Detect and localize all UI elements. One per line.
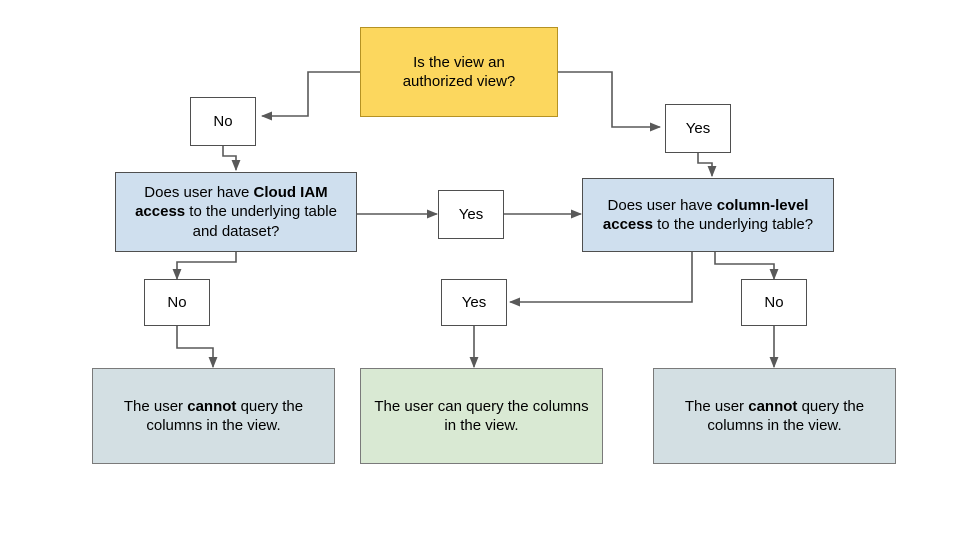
outcome-right-post: query the columns in the view.: [707, 397, 865, 434]
node-cloud-iam-access-text: Does user have Cloud IAM access to the u…: [116, 183, 356, 241]
node-no-right-label: No: [764, 293, 784, 311]
outcome-left-post: query the columns in the view.: [146, 397, 304, 434]
node-yes-middle-label: Yes: [458, 205, 484, 223]
node-outcome-middle-text: The user can query the columns in the vi…: [361, 397, 602, 435]
outcome-right-pre: The user: [684, 397, 749, 415]
node-yes-top[interactable]: Yes: [665, 104, 731, 153]
outcome-right-bold: cannot: [748, 397, 798, 415]
node-no-left[interactable]: No: [144, 279, 210, 326]
node-outcome-can-query[interactable]: The user can query the columns in the vi…: [360, 368, 603, 464]
node-cloud-iam-access[interactable]: Does user have Cloud IAM access to the u…: [115, 172, 357, 252]
outcome-left-bold: cannot: [187, 397, 237, 415]
node-outcome-cannot-query-right[interactable]: The user cannot query the columns in the…: [653, 368, 896, 464]
node-yes-bottom-label: Yes: [461, 293, 487, 311]
node-yes-bottom[interactable]: Yes: [441, 279, 507, 326]
edge-column-to-no-right: [714, 252, 779, 281]
iam-pre: Does user have: [144, 184, 254, 202]
outcome-middle-pre: The user can query the columns in the vi…: [374, 397, 589, 434]
node-yes-middle[interactable]: Yes: [438, 190, 504, 239]
edge-column-to-yes-bottom: [508, 252, 693, 307]
edge-no-top-to-iam: [222, 146, 241, 172]
node-no-top-label: No: [213, 112, 233, 130]
iam-post: to the underlying table and dataset?: [185, 203, 337, 240]
iam-bold: Cloud IAM access: [135, 184, 328, 221]
node-is-authorized-view[interactable]: Is the view an authorized view?: [360, 27, 558, 117]
node-no-top[interactable]: No: [190, 97, 256, 146]
edge-start-to-yes-top: [558, 71, 662, 132]
column-pre: Does user have: [607, 196, 717, 214]
column-post: to the underlying table?: [652, 216, 814, 233]
node-outcome-right-text: The user cannot query the columns in the…: [654, 397, 895, 435]
node-yes-top-label: Yes: [685, 119, 711, 137]
node-outcome-left-text: The user cannot query the columns in the…: [93, 397, 334, 435]
edge-start-to-no-top: [260, 71, 360, 121]
column-bold: column-level access: [602, 196, 809, 233]
edge-iam-to-no-left: [172, 252, 237, 281]
edge-no-left-to-outcome-left: [176, 326, 218, 369]
edge-yes-top-to-column: [697, 153, 717, 178]
node-column-level-access-text: Does user have column-level access to th…: [583, 196, 833, 234]
start-line-2: authorized view?: [402, 73, 516, 90]
start-line-1: Is the view an: [413, 53, 505, 71]
node-no-left-label: No: [167, 293, 187, 311]
node-is-authorized-view-text: Is the view an authorized view?: [397, 53, 522, 91]
node-column-level-access[interactable]: Does user have column-level access to th…: [582, 178, 834, 252]
node-no-right[interactable]: No: [741, 279, 807, 326]
node-outcome-cannot-query-left[interactable]: The user cannot query the columns in the…: [92, 368, 335, 464]
outcome-left-pre: The user: [123, 397, 188, 415]
